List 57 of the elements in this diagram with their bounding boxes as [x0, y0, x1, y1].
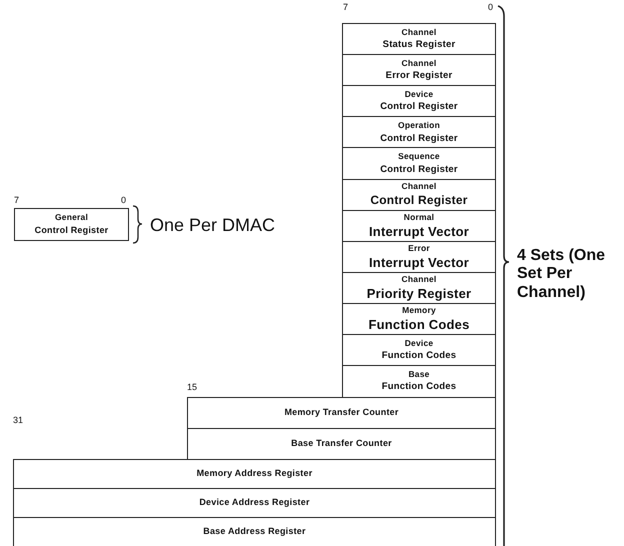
- register-label: Device Address Register: [199, 498, 310, 508]
- bit-number: 0: [488, 2, 494, 12]
- register-box: [342, 23, 496, 56]
- register-label: Base Transfer Counter: [291, 439, 392, 450]
- register-label: Interrupt Vector: [369, 256, 469, 270]
- register-label: Normal: [404, 212, 434, 222]
- register-label: Channel: [402, 28, 436, 38]
- register-label: Status Register: [382, 40, 456, 51]
- register-label: Control Register: [380, 102, 458, 113]
- register-label: Control Register: [380, 134, 458, 144]
- register-label: Function Codes: [382, 382, 456, 393]
- register-label: Control Register: [370, 194, 468, 208]
- annotation: One Per DMAC: [150, 215, 276, 236]
- register-box: [342, 272, 496, 304]
- register-box: [13, 488, 496, 518]
- register-box: [342, 85, 496, 118]
- register-label: Channel: [402, 59, 436, 68]
- register-box: [342, 210, 496, 242]
- register-label: Interrupt Vector: [369, 224, 469, 240]
- register-box: [13, 459, 496, 490]
- register-box: [187, 428, 496, 460]
- register-label: Control Register: [34, 226, 108, 236]
- bit-number: 0: [121, 195, 126, 206]
- bit-number: 15: [187, 382, 198, 392]
- register-label: Device: [404, 90, 434, 100]
- register-box: [13, 517, 496, 546]
- register-label: Channel: [402, 182, 436, 192]
- annotation: 4 Sets (One Set Per Channel): [517, 247, 606, 302]
- register-label: Channel: [402, 274, 436, 284]
- register-label: Function Codes: [368, 318, 470, 332]
- register-label: Device: [404, 338, 434, 348]
- bit-number: 31: [13, 415, 24, 426]
- register-label: Memory Transfer Counter: [284, 408, 399, 418]
- register-label: Error Register: [386, 71, 452, 82]
- register-label: Base: [408, 370, 430, 380]
- register-box: [342, 334, 496, 367]
- register-label: Error: [408, 244, 430, 253]
- register-box: [342, 178, 496, 212]
- bit-number: 7: [14, 195, 20, 206]
- register-label: Operation: [398, 121, 440, 131]
- register-label: Control Register: [380, 164, 458, 176]
- register-box: [14, 208, 129, 241]
- register-label: Base Address Register: [203, 527, 306, 538]
- register-label: Memory Address Register: [196, 469, 312, 480]
- register-box: [187, 397, 496, 430]
- register-box: [342, 54, 496, 87]
- bit-number: 7: [343, 2, 348, 12]
- register-box: [342, 240, 496, 274]
- register-label: Priority Register: [366, 287, 472, 302]
- register-label: Memory: [402, 306, 436, 316]
- register-label: General: [54, 213, 88, 223]
- register-box: [342, 302, 496, 336]
- register-label: Sequence: [398, 152, 440, 162]
- register-box: [342, 116, 496, 149]
- register-label: Function Codes: [382, 351, 456, 362]
- register-box: [342, 365, 496, 398]
- register-box: [342, 147, 496, 180]
